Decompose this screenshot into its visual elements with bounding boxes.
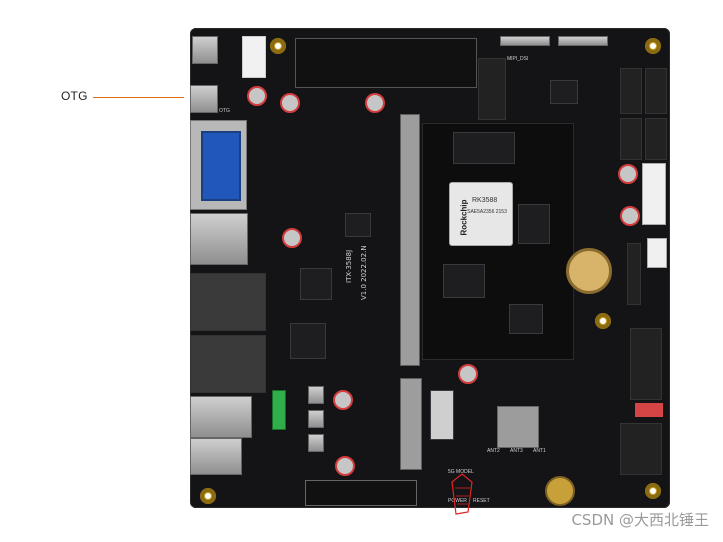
controller-chip [290, 323, 326, 359]
watermark: CSDN @大西北锤王 [571, 511, 709, 529]
fpc-connector [500, 36, 550, 46]
controller-chip [550, 80, 578, 104]
ant1-label: ANT1 [533, 448, 546, 454]
sata-port [645, 68, 667, 114]
motherboard: Rockchip RK3588 SAE5A2356 2153 [190, 28, 670, 508]
usb-port [190, 438, 242, 475]
pmic-chip [518, 204, 550, 244]
inductor [308, 410, 324, 428]
fpc-connector [558, 36, 608, 46]
button [545, 476, 575, 506]
controller-chip [345, 213, 371, 237]
mipi-dsi-label: MIPI_DSI [507, 56, 529, 62]
model-label: 5G MODEL [448, 469, 474, 475]
capacitor [247, 86, 267, 106]
board-version-label: V1.0 2022.02.N [360, 245, 368, 300]
soc-model: RK3588 [472, 197, 498, 204]
capacitor [458, 364, 478, 384]
m2-socket [430, 390, 454, 440]
m2-slot [400, 378, 422, 470]
capacitor [335, 456, 355, 476]
power-connector [242, 36, 266, 78]
capacitor [618, 164, 638, 184]
sata-port [645, 118, 667, 160]
ram-chip [443, 264, 485, 298]
board-name-label: ITX-3588J [345, 249, 353, 283]
fan-header [647, 238, 667, 268]
pcie-slot [305, 480, 417, 506]
green-connector [272, 390, 286, 430]
usb-port [190, 213, 248, 265]
inductor [308, 386, 324, 404]
memory-slot [400, 114, 420, 366]
ethernet-port [190, 273, 266, 331]
vga-port [190, 120, 247, 210]
mounting-hole [645, 483, 661, 499]
power-label: POWER [448, 498, 467, 504]
otg-callout-label: OTG [61, 89, 88, 103]
m2-slot [478, 58, 506, 120]
pin-header [627, 243, 641, 305]
dip-switch [635, 403, 663, 417]
capacitor [280, 93, 300, 113]
ant3-label: ANT3 [510, 448, 523, 454]
pin-header [295, 38, 477, 88]
controller-chip [300, 268, 332, 300]
ram-chip [509, 304, 543, 334]
capacitor [282, 228, 302, 248]
inductor [308, 434, 324, 452]
reset-label: RESET [473, 498, 490, 504]
otg-callout-line [93, 97, 184, 98]
audio-jack [192, 36, 218, 64]
mounting-hole [200, 488, 216, 504]
rtc-battery [566, 248, 612, 294]
sata-port [620, 68, 642, 114]
soc-chip: Rockchip RK3588 SAE5A2356 2153 [449, 182, 513, 246]
sata-port [620, 118, 642, 160]
mounting-hole [645, 38, 661, 54]
emmc-chip [453, 132, 515, 164]
capacitor [620, 206, 640, 226]
capacitor [365, 93, 385, 113]
sata-power [642, 163, 666, 225]
otg-port [190, 85, 218, 113]
ethernet-port [190, 335, 266, 393]
pin-header [620, 423, 662, 475]
soc-brand: Rockchip [459, 199, 469, 236]
soc-code: SAE5A2356 2153 [467, 209, 507, 215]
pin-header [630, 328, 662, 400]
ant2-label: ANT2 [487, 448, 500, 454]
hdmi-port [190, 396, 252, 438]
wifi-module [497, 406, 539, 448]
mounting-hole [595, 313, 611, 329]
otg-board-label: OTG [219, 108, 230, 114]
soc-module: Rockchip RK3588 SAE5A2356 2153 [422, 123, 574, 360]
capacitor [333, 390, 353, 410]
mounting-hole [270, 38, 286, 54]
